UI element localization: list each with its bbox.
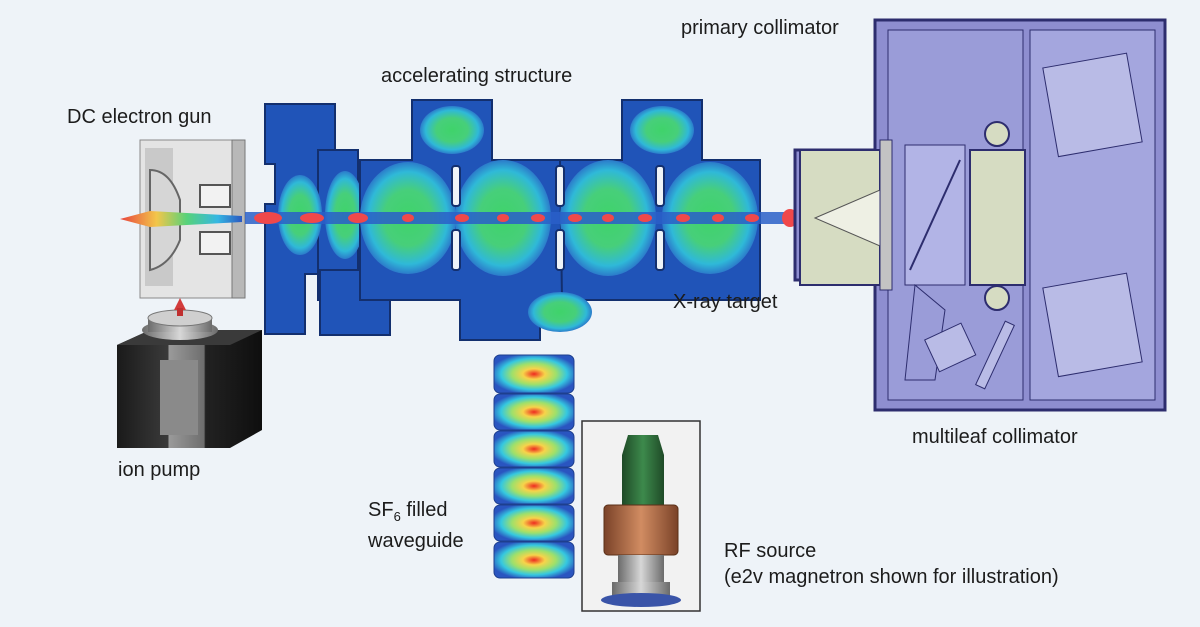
label-rf-source: RF source (e2v magnetron shown for illus… [724,538,1059,590]
rf-source-note: (e2v magnetron shown for illustration) [724,566,1059,588]
sf6-suffix: filled [400,499,448,521]
rf-source-title: RF source [724,540,817,562]
ion-pump-icon [117,298,262,448]
accelerating-structure [245,99,798,341]
sf6-waveguide-line: waveguide [368,530,464,552]
sf6-subscript: 6 [393,509,401,524]
waveguide-stack [493,354,575,579]
label-sf6-waveguide: SF6 filled waveguide [368,498,464,553]
label-xray-target: X-ray target [673,291,778,313]
label-multileaf-collimator: multileaf collimator [912,426,1078,448]
sf6-prefix: SF [368,499,394,521]
label-primary-collimator: primary collimator [681,17,839,39]
electron-gun-icon [120,139,246,299]
magnetron-icon [581,420,701,612]
collimator-head [793,18,1167,412]
label-accelerating-structure: accelerating structure [381,65,573,87]
label-ion-pump: ion pump [118,459,201,481]
label-dc-electron-gun: DC electron gun [67,106,212,128]
